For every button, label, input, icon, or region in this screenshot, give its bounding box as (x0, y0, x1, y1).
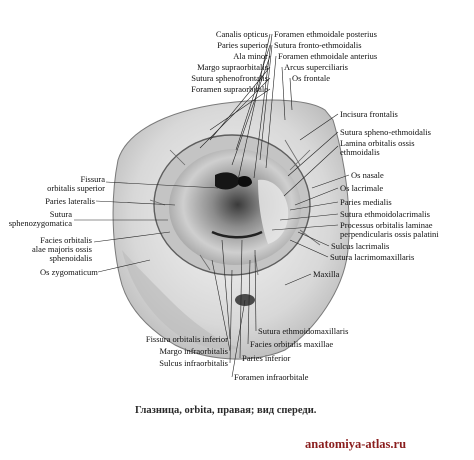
label-margo-supraorbitalis: Margo supraorbitalis (197, 62, 268, 72)
figure-caption: Глазница, orbita, правая; вид спереди. (135, 405, 317, 416)
label-sutura-sphenozygomatica: Sutura sphenozygomatica (8, 209, 72, 228)
leader-line (289, 77, 293, 111)
leader-line (287, 131, 339, 177)
label-facies-orbitalis-maxillae: Facies orbitalis maxillae (250, 339, 334, 349)
label-lamina-orbitalis: Lamina orbitalis ossis ethmoidalis (340, 138, 415, 157)
leader-line (253, 33, 273, 179)
label-foramen-supraorbitale: Foramen supraorbitale (191, 84, 268, 94)
leader-line (93, 231, 171, 243)
label-sulcus-infraorbitalis: Sulcus infraorbitalis (159, 358, 228, 368)
leader-line (247, 259, 251, 345)
label-arcus-superciliaris: Arcus superciliaris (284, 62, 348, 72)
leader-line (284, 273, 312, 286)
label-paries-inferior: Paries inferior (242, 353, 291, 363)
label-processus-orbitalis: Processus orbitalis laminae perpendicula… (340, 220, 439, 239)
leader-line (209, 88, 271, 131)
superior-orbital-fissure (215, 172, 240, 190)
label-fissura-orbitalis-superior: Fissura orbitalis superior (47, 174, 105, 193)
label-margo-infraorbitalis: Margo infraorbitalis (159, 346, 228, 356)
label-sutura-lacrimomaxillaris: Sutura lacrimomaxillaris (330, 252, 415, 262)
leader-line (289, 239, 329, 258)
label-paries-medialis: Paries medialis (340, 197, 392, 207)
leader-line (239, 239, 243, 359)
leader-line (221, 239, 231, 340)
label-fissura-orbitalis-inferior: Fissura orbitalis inferior (145, 334, 228, 344)
label-sutura-ethmoidomaxillaris: Sutura ethmoidomaxillaris (258, 326, 349, 336)
label-canalis-opticus: Canalis opticus (215, 29, 268, 39)
label-foramen-infraorbitale: Foramen infraorbitale (234, 372, 309, 382)
leader-line (231, 55, 271, 166)
leader-line (211, 259, 231, 352)
label-maxilla: Maxilla (313, 269, 340, 279)
leader-line (229, 269, 233, 364)
leader-line (294, 187, 339, 206)
leader-line (95, 200, 176, 206)
label-sutura-sphenofrontalis: Sutura sphenofrontalis (191, 73, 268, 83)
optic-canal (238, 175, 252, 187)
leader-line (281, 66, 286, 121)
label-paries-lateralis: Paries lateralis (45, 196, 95, 206)
label-facies-orbitalis-alae: Facies orbitalis alae majoris ossis sphe… (32, 235, 92, 263)
leader-line (254, 249, 257, 332)
label-os-zygomaticum: Os zygomaticum (40, 267, 98, 277)
label-sutura-frontoethmoidalis: Sutura fronto-ethmoidalis (274, 40, 362, 50)
label-os-frontale: Os frontale (292, 73, 331, 83)
leader-line (283, 145, 339, 197)
leader-line (271, 224, 339, 231)
leader-line (289, 201, 339, 211)
leader-line (265, 55, 277, 169)
label-os-nasale: Os nasale (351, 170, 384, 180)
leader-line (297, 231, 330, 247)
label-paries-superior: Paries superior (217, 40, 268, 50)
zygomatic-shading (122, 250, 240, 350)
label-sutura-sphenoethmoidalis: Sutura spheno-ethmoidalis (340, 127, 431, 137)
medial-wall-plate (258, 179, 289, 244)
leader-line (105, 181, 219, 189)
leader-line (299, 113, 339, 141)
label-foramen-ethmoidale-posterius: Foramen ethmoidale posterius (274, 29, 377, 39)
label-os-lacrimale: Os lacrimale (340, 183, 384, 193)
leader-line (97, 259, 151, 273)
leader-line (235, 44, 271, 151)
leader-line (279, 213, 339, 221)
label-ala-minor: Ala minor (233, 51, 268, 61)
label-foramen-ethmoidale-anterius: Foramen ethmoidale anterius (278, 51, 378, 61)
label-sutura-ethmoidolacrimalis: Sutura ethmoidolacrimalis (340, 209, 430, 219)
leader-line (231, 299, 246, 378)
label-incisura-frontalis: Incisura frontalis (340, 109, 398, 119)
leader-line (259, 44, 273, 161)
inferior-orbital-fissure (211, 230, 263, 239)
leader-line (311, 174, 350, 189)
watermark-text: anatomiya-atlas.ru (305, 437, 407, 451)
leader-line (237, 33, 271, 181)
leader-lines (74, 33, 350, 378)
label-sulcus-lacrimalis: Sulcus lacrimalis (331, 241, 390, 251)
